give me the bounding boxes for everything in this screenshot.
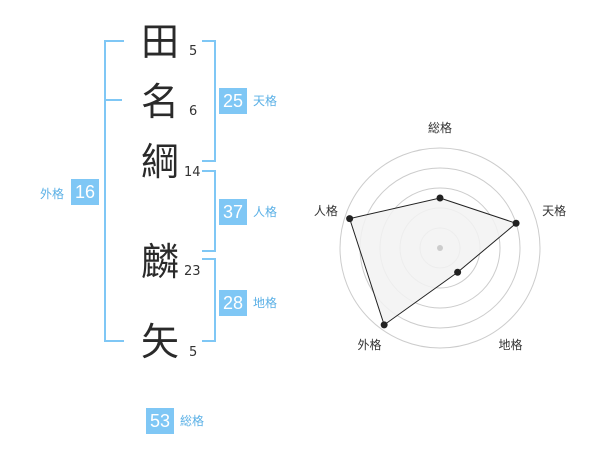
stroke-count-3: 14 <box>184 165 201 180</box>
name-char-3: 綱 <box>140 140 179 184</box>
gaikaku-bracket-tick <box>104 99 122 101</box>
chikaku-label: 地格 <box>253 296 278 310</box>
stroke-count-2: 6 <box>189 104 198 119</box>
tenkaku-label: 天格 <box>253 94 278 108</box>
stroke-count-1: 5 <box>189 44 198 59</box>
tenkaku-bracket <box>202 40 216 162</box>
radar-point-5 <box>346 215 354 223</box>
radar-point-1 <box>436 194 444 202</box>
chikaku-badge: 28 <box>219 290 248 316</box>
radar-point-3 <box>454 268 462 276</box>
jinkaku-label: 人格 <box>253 205 278 219</box>
radar-axis-label-5: 人格 <box>314 203 338 218</box>
stroke-count-4: 23 <box>184 264 201 279</box>
radar-score-polygon <box>349 197 518 326</box>
name-char-2: 名 <box>140 80 179 124</box>
jinkaku-badge: 37 <box>219 199 248 225</box>
radar-axis-label-3: 地格 <box>499 337 523 352</box>
name-char-1: 田 <box>140 20 179 64</box>
gaikaku-label: 外格 <box>40 187 65 201</box>
gaikaku-bracket <box>104 40 124 342</box>
name-char-4: 麟 <box>140 240 179 284</box>
chikaku-bracket <box>202 258 216 342</box>
stroke-count-5: 5 <box>189 345 198 360</box>
soukaku-label: 総格 <box>180 414 205 428</box>
radar-center-dot <box>437 245 443 251</box>
radar-axis-label-2: 天格 <box>542 203 566 218</box>
radar-point-2 <box>512 219 520 227</box>
radar-axis-label-1: 総格 <box>428 120 452 135</box>
radar-points <box>346 194 520 329</box>
soukaku-badge: 53 <box>146 408 175 434</box>
name-char-5: 矢 <box>140 320 179 364</box>
jinkaku-bracket <box>202 170 216 252</box>
tenkaku-badge: 25 <box>219 88 248 114</box>
gaikaku-badge: 16 <box>71 179 100 205</box>
radar-axis-label-4: 外格 <box>357 337 381 352</box>
radar-point-4 <box>380 321 388 329</box>
